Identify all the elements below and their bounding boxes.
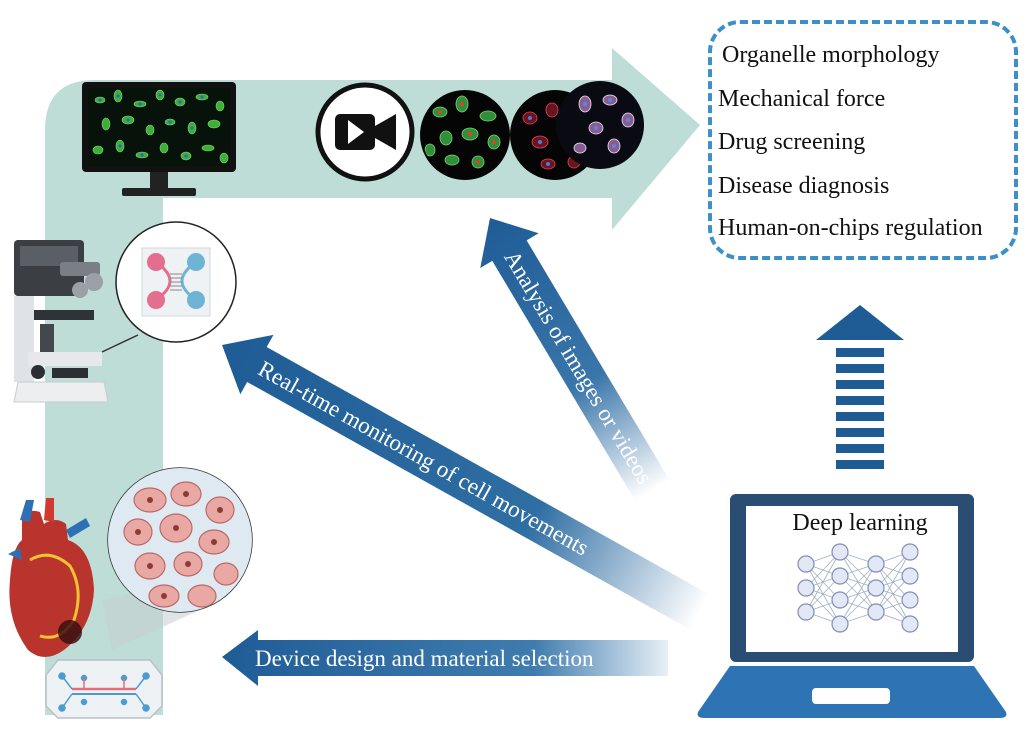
application-item: Mechanical force <box>718 86 886 112</box>
arrow-analysis: Analysis of images or videos <box>480 218 671 502</box>
arrow-analysis-label: Analysis of images or videos <box>499 246 657 488</box>
application-item: Human-on-chips regulation <box>718 215 983 241</box>
arrow-device-design: Device design and material selection <box>222 630 668 686</box>
microscope-icon <box>13 240 139 403</box>
application-item: Organelle morphology <box>722 42 940 68</box>
chip-icon <box>115 221 237 343</box>
cell-image-circle-blue <box>556 81 644 169</box>
heart-icon <box>8 498 95 657</box>
arrow-up-dashed <box>816 305 904 469</box>
laptop-icon <box>697 494 1007 718</box>
microfluidic-chip-icon <box>45 659 163 719</box>
monitor-icon <box>82 82 236 196</box>
deep-learning-label: Deep learning <box>792 510 928 536</box>
video-camera-icon <box>315 82 415 182</box>
tissue-cells-icon <box>102 467 253 650</box>
application-item: Disease diagnosis <box>718 173 890 199</box>
neural-network-icon <box>797 543 919 633</box>
cell-image-circle-green <box>420 90 510 180</box>
applications-box <box>708 20 1018 260</box>
arrow-monitoring-label: Real-time monitoring of cell movements <box>254 356 593 560</box>
application-item: Drug screening <box>718 129 866 155</box>
arrow-device-label: Device design and material selection <box>255 646 594 671</box>
